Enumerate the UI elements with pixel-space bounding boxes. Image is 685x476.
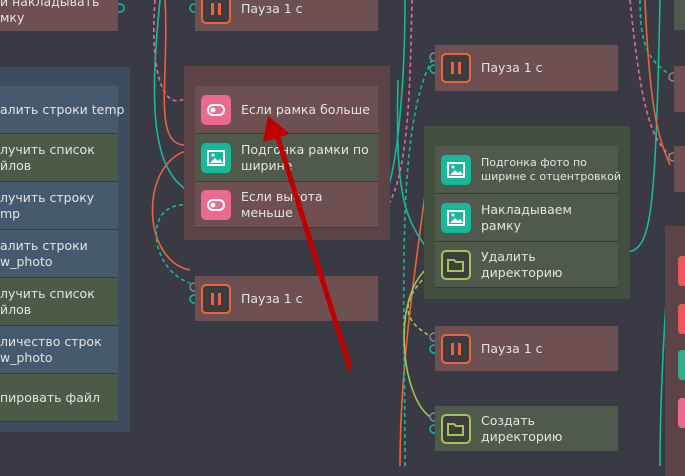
partial-node-icon [678,304,685,334]
node-label: Накладываем рамку [481,201,572,233]
node-label: Пауза 1 с [481,60,543,75]
node-label: Если рамка больше [241,101,370,117]
top-pause-node[interactable]: Пауза 1 с [195,0,378,32]
partial-node-icon [678,256,685,286]
pause-icon [441,53,471,83]
node-label: Подгонка фото по ширине с отцентровкой [481,155,622,183]
image-icon [201,142,231,173]
node-create-directory[interactable]: Создать директорию [435,406,618,452]
node-fit-frame-width[interactable]: Подгонка рамки по ширине [195,134,378,182]
node-label: лучить список йлов [0,285,95,317]
node-label: Создать директорию [481,412,563,444]
partial-node-icon [678,350,685,380]
partial-node-icon [678,398,685,428]
node-label: алить строки w_photo [0,237,88,269]
left-group-item[interactable]: лучить список йлов [0,278,118,326]
pause-icon [201,283,231,314]
right-pause-top-node[interactable]: Пауза 1 с [435,45,618,92]
node-overlay-frame[interactable]: Накладываем рамку [435,194,618,242]
node-label: лучить строку mp [0,189,95,221]
node-label: Удалить директорию [481,248,563,280]
pause-icon [201,0,231,24]
toggle-icon [201,189,231,220]
toggle-icon [201,94,231,125]
image-icon [441,154,471,185]
folder-icon [441,413,471,444]
node-label: и накладывать мку [0,0,100,25]
node-label: пировать файл [0,389,100,405]
node-label: Если высота меньше [241,188,323,220]
middle-pause-node[interactable]: Пауза 1 с [195,276,378,322]
partial-node[interactable] [674,66,685,112]
left-group-item[interactable]: лучить список йлов [0,134,118,182]
node-if-frame-bigger[interactable]: Если рамка больше [195,86,378,134]
partial-node[interactable] [674,0,685,30]
right-pause-bottom-node[interactable]: Пауза 1 с [435,326,618,372]
node-fit-photo-width[interactable]: Подгонка фото по ширине с отцентровкой [435,146,621,194]
left-group-item[interactable]: пировать файл [0,374,118,422]
pause-icon [441,333,471,364]
left-group-item[interactable]: алить строки w_photo [0,230,118,278]
node-label: личество строк w_photo [0,333,102,365]
node-delete-directory[interactable]: Удалить директорию [435,242,618,288]
left-group-item[interactable]: лучить строку mp [0,182,118,230]
image-icon [441,202,471,233]
node-if-height-smaller[interactable]: Если высота меньше [195,182,378,228]
node-label: Пауза 1 с [241,0,303,16]
partial-node[interactable] [674,146,685,192]
node-label: Пауза 1 с [241,290,303,306]
left-group-item[interactable]: личество строк w_photo [0,326,118,374]
node-label: Подгонка рамки по ширине [241,141,369,173]
top-left-node[interactable]: и накладывать мку [0,0,118,32]
node-label: алить строки temp [0,101,125,117]
left-group-item[interactable]: алить строки temp [0,86,124,134]
node-label: Пауза 1 с [481,340,543,356]
folder-icon [441,249,471,280]
node-label: лучить список йлов [0,141,95,173]
